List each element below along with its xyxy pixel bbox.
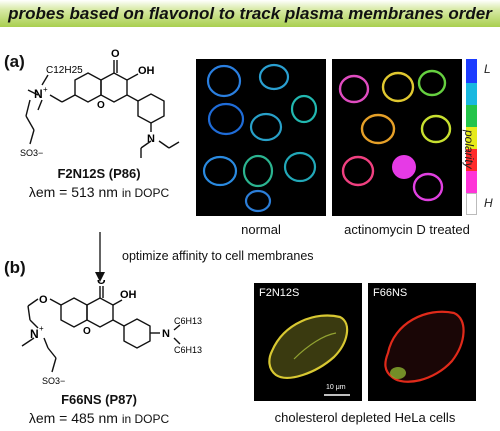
- f2n12s-quaternary-n: N: [34, 87, 43, 101]
- f66ns-quaternary-n: N: [30, 327, 39, 341]
- f2n12s-hela-micrograph: [268, 314, 350, 396]
- down-arrow-icon: [95, 232, 105, 282]
- f66ns-amine: N: [162, 328, 170, 340]
- hela-caption: cholesterol depleted HeLa cells: [274, 410, 456, 425]
- polarity-high-label: H: [484, 196, 493, 210]
- normal-caption: normal: [241, 222, 281, 237]
- polarity-swatch-7: [466, 193, 477, 215]
- f2n12s-compound-name: F2N12S (P86): [57, 166, 141, 181]
- normal-cells-image: [196, 59, 326, 216]
- actinomycin-cells-image: [332, 59, 462, 216]
- polarity-swatch-3: [466, 105, 477, 127]
- f2n12s-solvent: in DOPC: [121, 186, 170, 200]
- f2n12s-emission: λem = 513 nm in DOPC: [4, 184, 194, 200]
- polarity-swatch-2: [466, 83, 477, 105]
- f2n12s-amine: N: [147, 133, 155, 145]
- f66ns-hela-image: F66NS: [368, 283, 476, 401]
- f66ns-ring-o: O: [83, 326, 91, 337]
- normal-cells-micrograph: [202, 63, 318, 213]
- actinomycin-cells-micrograph: [338, 69, 452, 202]
- actinomycin-caption: actinomycin D treated: [344, 222, 470, 237]
- f2n12s-oxo: O: [111, 48, 120, 60]
- f66ns-image-label: F66NS: [373, 287, 408, 299]
- f66ns-plus-sign: +: [39, 324, 44, 333]
- f66ns-lambda: λem = 485 nm: [28, 410, 118, 426]
- polarity-color-bar: [466, 59, 477, 215]
- polarity-low-label: L: [484, 62, 491, 76]
- f66ns-hexyl-2: C6H13: [174, 345, 202, 355]
- f2n12s-alkyl-chain: C12H25: [46, 65, 83, 76]
- f2n12s-structure: O O OH N N + C12H25 SO3−: [20, 48, 180, 158]
- f2n12s-ring-o: O: [97, 100, 105, 111]
- polarity-axis-label: polarity: [462, 130, 476, 169]
- scale-bar-label: 10 μm: [326, 384, 346, 391]
- panel-a-label: (a): [4, 52, 25, 71]
- f66ns-solvent: in DOPC: [121, 412, 170, 426]
- f66ns-hela-micrograph: [384, 310, 465, 383]
- polarity-swatch-4: [466, 127, 477, 149]
- f66ns-ether-oxygen: O: [39, 294, 48, 306]
- f66ns-compound-name: F66NS (P87): [61, 392, 137, 407]
- polarity-swatch-1: [466, 59, 477, 83]
- f2n12s-sulfonate: SO3−: [20, 148, 43, 158]
- f2n12s-lambda: λem = 513 nm: [28, 184, 118, 200]
- polarity-swatch-6: [466, 171, 477, 193]
- f2n12s-image-label: F2N12S: [259, 287, 300, 299]
- f66ns-sulfonate: SO3−: [42, 376, 65, 386]
- figure-title: probes based on flavonol to track plasma…: [8, 4, 492, 23]
- optimization-text: optimize affinity to cell membranes: [122, 249, 314, 263]
- f2n12s-plus-sign: +: [43, 85, 48, 94]
- f66ns-structure: O O OH O N C6H13 C6H13 N + SO3−: [21, 280, 202, 386]
- f66ns-hydroxyl: OH: [120, 289, 137, 301]
- f2n12s-hydroxyl: OH: [138, 65, 155, 77]
- f66ns-hexyl-1: C6H13: [174, 316, 202, 326]
- panel-b-label: (b): [4, 258, 26, 277]
- f66ns-oxo: O: [97, 280, 106, 287]
- title-banner: [0, 0, 500, 27]
- f2n12s-hela-image: F2N12S 10 μm: [254, 283, 362, 401]
- f66ns-emission: λem = 485 nm in DOPC: [4, 410, 194, 426]
- polarity-swatch-5: [466, 149, 477, 171]
